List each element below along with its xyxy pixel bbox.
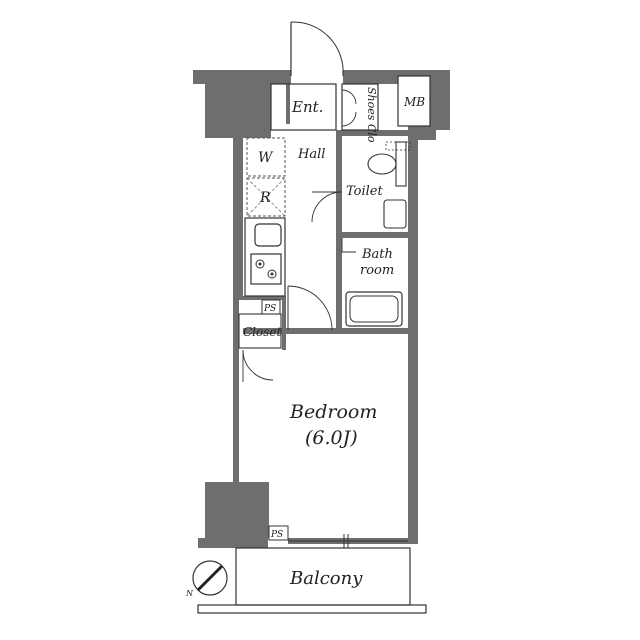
bedroom-size-label: (6.0J) xyxy=(305,427,358,449)
bedroom: Bedroom (6.0J) xyxy=(289,401,377,449)
bathroom: Bath room xyxy=(341,238,403,327)
pipe-space-lower: PS xyxy=(268,525,289,541)
kitchen-counter xyxy=(244,217,286,297)
entrance-door xyxy=(290,21,344,77)
balcony-label: Balcony xyxy=(289,568,363,589)
washer-space: W xyxy=(246,137,286,177)
entrance-label: Ent. xyxy=(291,98,323,116)
bedroom-label: Bedroom xyxy=(289,401,377,423)
washbasin-icon xyxy=(383,199,407,229)
toilet-label: Toilet xyxy=(346,184,383,199)
sink-icon xyxy=(254,223,282,247)
bedroom-door xyxy=(287,285,333,331)
pipe-space-upper-label: PS xyxy=(263,304,276,314)
fridge-space: R xyxy=(246,177,286,217)
hall-label: Hall xyxy=(297,147,325,162)
shoes-closet-label: Shoes Clo xyxy=(365,87,378,143)
entrance-floor xyxy=(270,83,337,131)
shoes-closet: Shoes Clo xyxy=(341,83,379,143)
pipe-space-upper: PS xyxy=(261,299,281,315)
bathroom-label-line2: room xyxy=(360,263,394,278)
compass-north-label: N xyxy=(185,589,194,598)
walls xyxy=(193,70,450,548)
compass-icon: N xyxy=(185,560,228,598)
meter-box: MB xyxy=(397,75,431,127)
meter-box-label: MB xyxy=(403,95,425,109)
bathroom-label-line1: Bath xyxy=(361,247,393,262)
closet: Closet xyxy=(238,313,282,382)
balcony: Balcony xyxy=(197,547,427,614)
toilet-icon xyxy=(367,153,397,175)
stove-icon xyxy=(250,253,282,285)
bathtub-icon xyxy=(345,291,403,327)
washer-label: W xyxy=(258,150,274,166)
toilet-room: Toilet xyxy=(311,141,411,229)
fridge-label: R xyxy=(259,190,271,206)
toilet-tank xyxy=(395,141,407,187)
closet-label: Closet xyxy=(243,325,282,339)
balcony-window xyxy=(288,534,408,548)
pipe-space-lower-label: PS xyxy=(270,530,283,540)
